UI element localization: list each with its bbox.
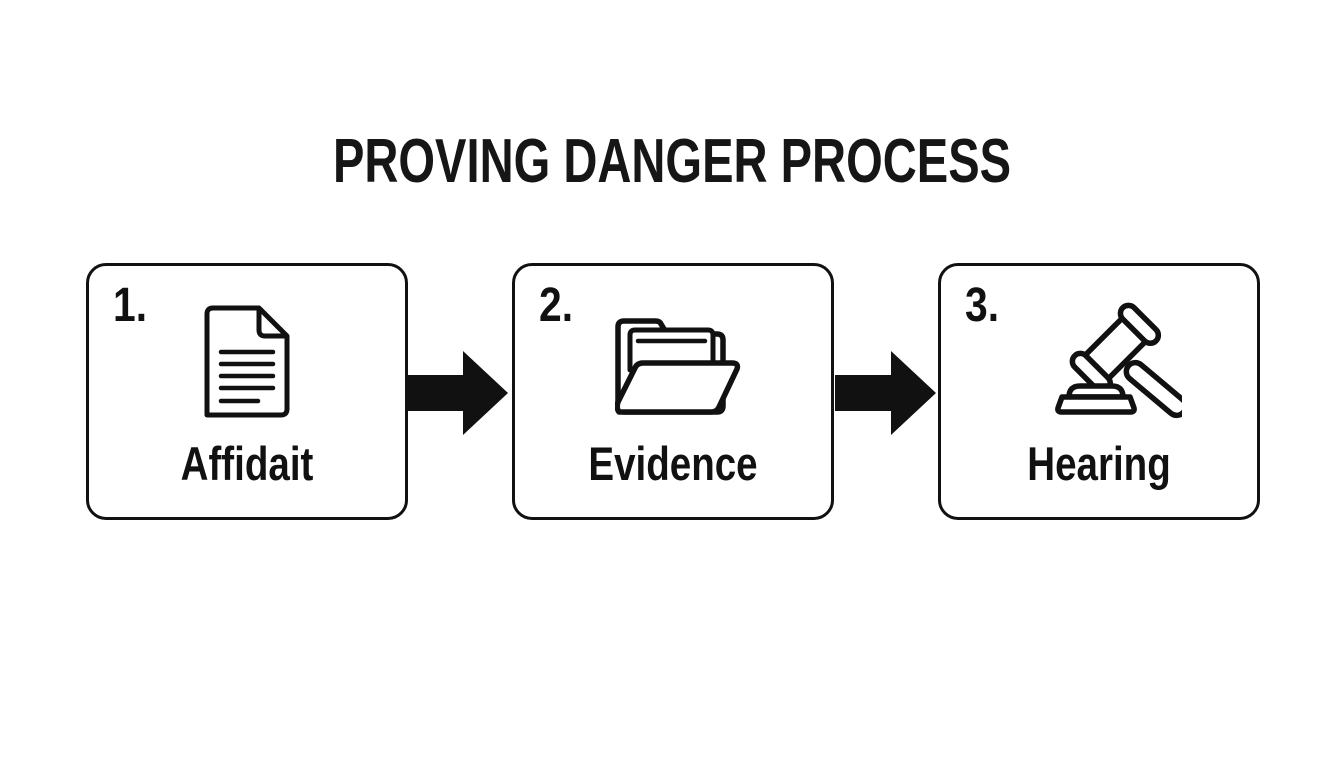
step-label: Affidait — [180, 437, 314, 490]
step-box-evidence: 2. Evidence — [512, 263, 834, 520]
arrow-right-icon — [407, 349, 509, 442]
step-box-affidavit: 1. Affidait — [86, 263, 408, 520]
step-number: 1. — [113, 279, 148, 332]
arrow-right-icon — [835, 349, 937, 442]
step-box-hearing: 3. Hearing — [938, 263, 1260, 520]
step-number: 2. — [539, 279, 574, 332]
step-number: 3. — [965, 279, 1000, 332]
step-label: Evidence — [588, 437, 758, 490]
step-label: Hearing — [1027, 437, 1171, 490]
folder-open-icon — [614, 310, 743, 422]
document-icon — [201, 304, 293, 428]
page-title: PROVING DANGER PROCESS — [332, 127, 1012, 196]
gavel-icon — [1032, 298, 1189, 431]
